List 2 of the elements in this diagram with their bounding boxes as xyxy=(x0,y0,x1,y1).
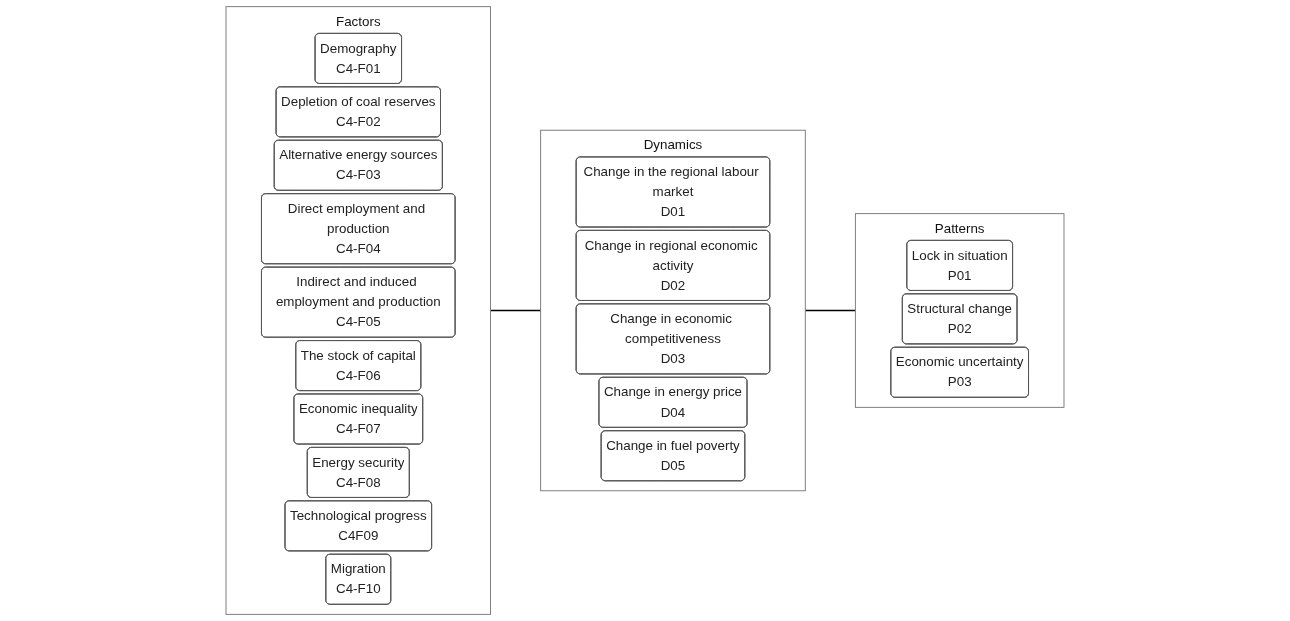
connector xyxy=(804,309,856,312)
connector xyxy=(489,309,542,312)
